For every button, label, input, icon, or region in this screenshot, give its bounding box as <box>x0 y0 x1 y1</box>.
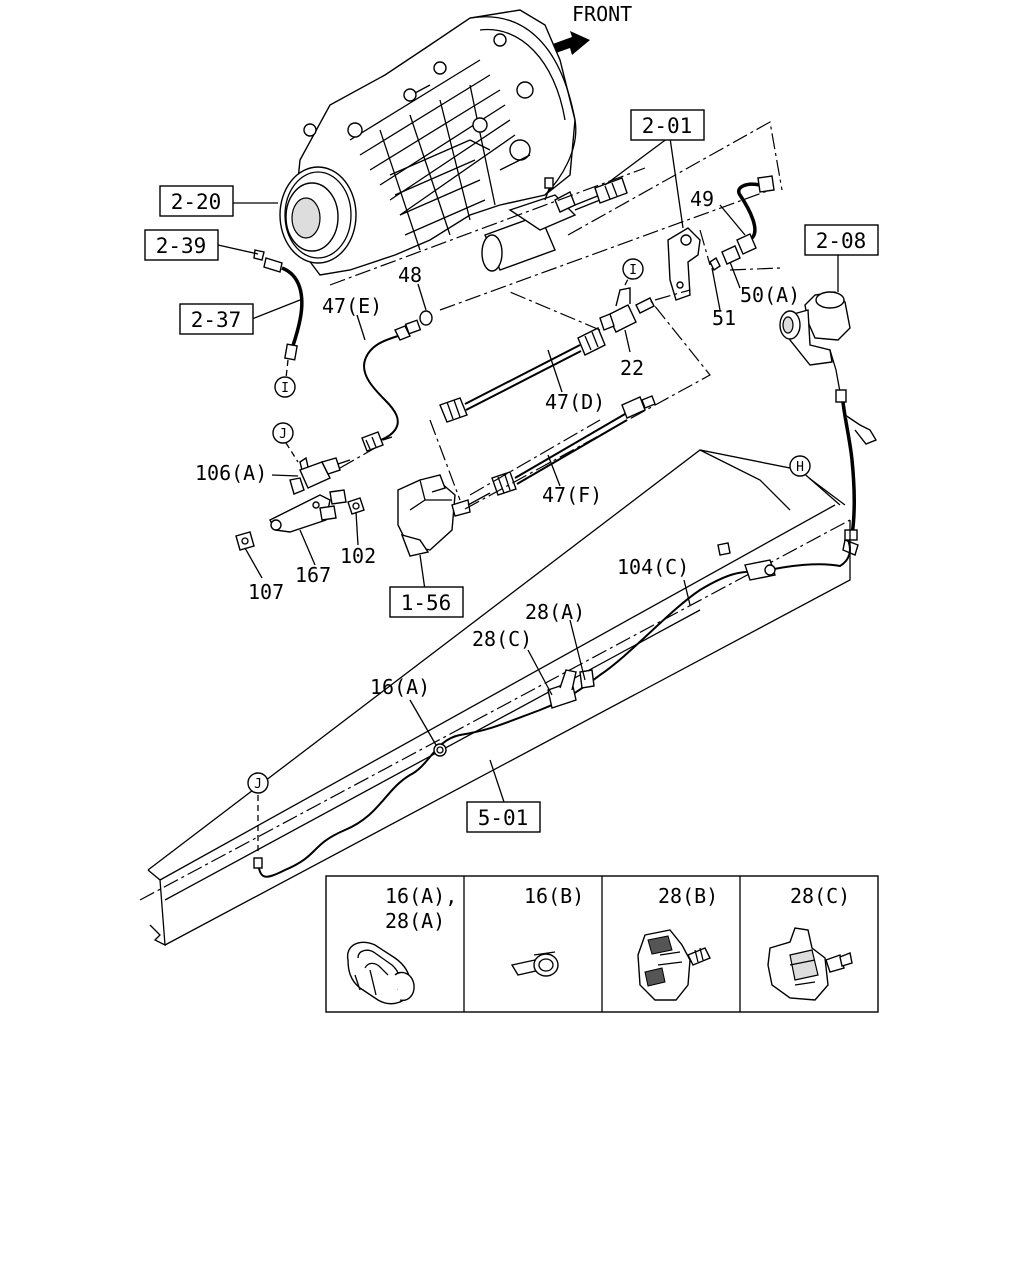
callout-47f: 47(F) <box>542 483 602 507</box>
clip-16a-28a-illustration <box>346 941 415 1005</box>
routing-lines <box>257 121 783 855</box>
svg-text:2-20: 2-20 <box>171 190 222 214</box>
pipe-47e <box>361 319 422 452</box>
ref-box-2-39: 2-39 <box>144 229 219 261</box>
front-label: FRONT <box>572 2 632 26</box>
clip-28c-illustration <box>767 927 853 1001</box>
ref-box-2-08: 2-08 <box>804 224 879 256</box>
hose-49 <box>721 175 775 265</box>
ref-box-2-20: 2-20 <box>159 185 234 217</box>
ref-box-2-01: 2-01 <box>630 109 705 141</box>
hose-2-37 <box>253 249 304 379</box>
clip-16b-illustration <box>510 951 559 977</box>
pipe-104c <box>253 539 851 878</box>
tee-fitting-22 <box>599 274 655 333</box>
tee-106a <box>289 456 351 495</box>
svg-text:2-39: 2-39 <box>156 234 207 258</box>
connector-j-bottom: J <box>247 772 269 794</box>
clutch-master-cylinder <box>779 291 878 556</box>
callout-47e: 47(E) <box>322 294 382 318</box>
inset-label-16b: 16(B) <box>524 884 584 908</box>
ref-box-5-01: 5-01 <box>466 801 541 833</box>
frame-rail <box>139 449 851 947</box>
svg-text:J: J <box>254 777 262 792</box>
inset-label-16a-28a-line2: 28(A) <box>385 909 445 933</box>
connector-i-left: I <box>274 376 296 398</box>
clip-16a-on-rail <box>433 743 447 757</box>
svg-text:2-37: 2-37 <box>191 308 242 332</box>
connector-h-right: H <box>789 455 811 477</box>
callout-47d: 47(D) <box>545 390 605 414</box>
washer-48 <box>419 310 433 326</box>
callout-48: 48 <box>398 263 422 287</box>
svg-text:I: I <box>629 263 637 278</box>
callout-51: 51 <box>712 306 736 330</box>
callout-16a: 16(A) <box>370 675 430 699</box>
svg-text:5-01: 5-01 <box>478 806 529 830</box>
callout-104c: 104(C) <box>617 555 689 579</box>
valve-1-56 <box>397 474 491 557</box>
inset-label-16a-28a-line1: 16(A), <box>385 884 457 908</box>
svg-text:2-08: 2-08 <box>816 229 867 253</box>
pipe-47f <box>491 395 656 496</box>
callout-49: 49 <box>690 187 714 211</box>
svg-text:H: H <box>796 460 804 475</box>
bracket-2-01 <box>667 227 721 301</box>
callout-28c: 28(C) <box>472 627 532 651</box>
inset-label-28c: 28(C) <box>790 884 850 908</box>
callout-50a: 50(A) <box>740 283 800 307</box>
svg-text:1-56: 1-56 <box>401 591 452 615</box>
nut-107 <box>235 531 255 551</box>
svg-text:2-01: 2-01 <box>642 114 693 138</box>
svg-text:J: J <box>279 427 287 442</box>
inset-label-28b: 28(B) <box>658 884 718 908</box>
connector-i-top: I <box>622 258 644 280</box>
callout-167: 167 <box>295 563 331 587</box>
nut-102 <box>347 497 365 515</box>
pipe-47d <box>439 327 606 423</box>
callout-107: 107 <box>248 580 284 604</box>
callout-22: 22 <box>620 356 644 380</box>
clip-28b-illustration <box>637 929 711 1001</box>
ref-box-1-56: 1-56 <box>389 586 464 618</box>
svg-text:I: I <box>281 381 289 396</box>
callout-102: 102 <box>340 544 376 568</box>
clip-28a-28c-on-rail <box>547 669 595 709</box>
callout-106a: 106(A) <box>195 461 267 485</box>
transmission-assembly <box>279 9 628 276</box>
bracket-167 <box>269 489 347 533</box>
leader-lines <box>217 137 846 806</box>
front-arrow <box>550 31 590 55</box>
callout-28a: 28(A) <box>525 600 585 624</box>
ref-box-2-37: 2-37 <box>179 303 254 335</box>
connector-j-left: J <box>272 422 299 463</box>
clip-detail-inset: 16(A), 28(A) 16(B) 28(B) 28(C) <box>325 875 879 1013</box>
